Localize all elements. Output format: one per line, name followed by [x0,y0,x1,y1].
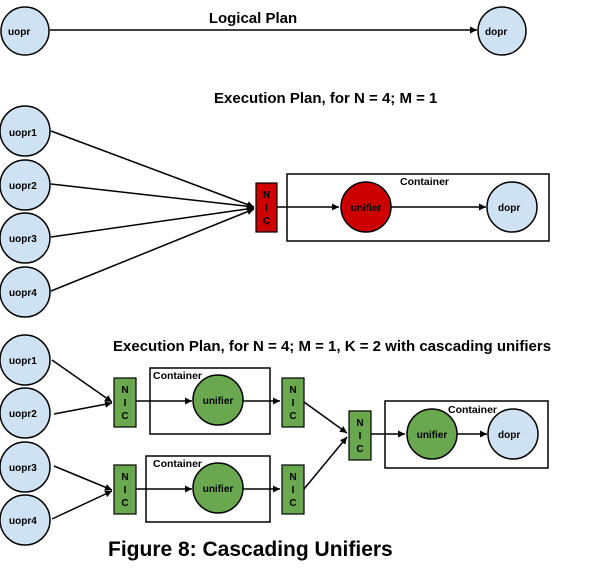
ep2-nic-c: N I C [348,410,372,461]
ep2-nic-b-in-c: C [121,498,128,509]
ep2-nic-b-in-i: I [124,485,127,496]
ep1-uopr3-circle [0,212,51,264]
ep1-dopr-circle [486,181,538,233]
ep1-nic-letter-n: N [263,190,270,201]
edge-uopr2-nic [50,183,255,210]
ep1-uopr2-circle [0,159,51,211]
ep2-unifier-a-label: unifier [203,396,234,407]
edge-nicB-out-nicC [303,436,348,490]
ep1-uopr4-circle [0,266,51,318]
ep2-nic-a-in-n: N [121,385,128,396]
execution-plan-2-section: Execution Plan, for N = 4; M = 1, K = 2 … [0,334,551,546]
ep2-uopr3-node: uopr3 [0,441,51,493]
ep2-unifier-b-circle [192,462,244,514]
ep2-nic-a-in-box [113,377,137,428]
ep1-uopr2-node: uopr2 [0,159,51,211]
ep2-nic-c-box [348,410,372,461]
ep1-nic-letter-c: C [263,216,270,227]
ep1-dopr-node: dopr [486,181,538,233]
logical-uopr-node: uopr [0,6,50,56]
ep2-nic-a-in-c: C [121,411,128,422]
execution-plan-1-title: Execution Plan, for N = 4; M = 1 [214,90,437,107]
ep2-nic-a-out-i: I [292,398,295,409]
ep2-container-b-label: Container [153,458,202,470]
ep2-nic-b-out: N I C [281,464,305,515]
ep1-uopr3-label: uopr3 [9,234,37,245]
logical-dopr-circle [477,6,527,56]
ep1-container-label: Container [400,176,449,188]
ep2-nic-c-n: N [356,418,363,429]
ep1-uopr3-node: uopr3 [0,212,51,264]
ep2-nic-b-out-i: I [292,485,295,496]
logical-plan-title: Logical Plan [209,10,297,27]
edge-ep2-uopr2-nicA [53,400,113,415]
ep1-uopr1-label: uopr1 [9,128,37,139]
ep2-dopr-label: dopr [498,430,520,441]
ep1-uopr4-node: uopr4 [0,266,51,318]
ep2-unifier-c-label: unifier [417,430,448,441]
ep2-uopr1-circle [0,334,51,386]
ep2-nic-b-out-n: N [289,472,296,483]
ep2-dopr-circle [487,408,539,460]
ep2-uopr1-label: uopr1 [9,356,37,367]
ep2-unifier-a-circle [192,374,244,426]
ep2-uopr3-circle [0,441,51,493]
ep2-uopr3-label: uopr3 [9,463,37,474]
ep1-dopr-label: dopr [498,203,520,214]
ep2-uopr1-node: uopr1 [0,334,51,386]
ep2-nic-a-out-n: N [289,385,296,396]
ep2-container-a-label: Container [153,370,202,382]
ep2-dopr-node: dopr [487,408,539,460]
ep1-unifier-node: unifier [340,181,392,233]
ep1-nic: N I C [255,182,278,233]
ep2-nic-b-in: N I C [113,464,137,515]
ep2-uopr4-node: uopr4 [0,494,51,546]
ep1-uopr2-label: uopr2 [9,181,37,192]
ep2-uopr2-circle [0,387,51,439]
edge-nicA-out-nicC [303,401,348,434]
execution-plan-1-section: Execution Plan, for N = 4; M = 1 uopr1 u… [0,90,550,318]
logical-uopr-circle [0,6,50,56]
ep2-unifier-a-node: unifier [192,374,244,426]
ep1-unifier-label: unifier [351,203,382,214]
logical-dopr-label: dopr [485,27,507,38]
edge-uopr4-nic [50,208,255,292]
ep2-container-c-label: Container [448,404,497,416]
edge-uopr3-nic [50,205,255,238]
ep2-uopr2-node: uopr2 [0,387,51,439]
logical-dopr-node: dopr [477,6,527,56]
ep2-nic-b-out-c: C [289,498,296,509]
ep2-uopr4-circle [0,494,51,546]
ep2-nic-c-c: C [356,444,363,455]
ep1-nic-letter-i: I [265,203,268,214]
edge-uopr1-nic [50,130,255,208]
ep2-nic-a-in-i: I [124,398,127,409]
ep2-nic-a-out-c: C [289,411,296,422]
ep2-nic-c-i: I [359,431,362,442]
ep2-unifier-b-label: unifier [203,484,234,495]
ep2-nic-a-out: N I C [281,377,305,428]
figure-caption: Figure 8: Cascading Unifiers [108,538,393,561]
ep2-unifier-b-node: unifier [192,462,244,514]
ep2-uopr4-label: uopr4 [9,516,37,527]
logical-uopr-label: uopr [8,27,30,38]
ep2-unifier-c-node: unifier [406,408,458,460]
ep2-nic-b-out-box [281,464,305,515]
ep2-uopr2-label: uopr2 [9,409,37,420]
edge-ep2-uopr4-nicB [51,490,113,520]
execution-plan-2-title: Execution Plan, for N = 4; M = 1, K = 2 … [113,338,551,355]
edge-ep2-uopr3-nicB [53,465,113,491]
ep1-uopr1-node: uopr1 [0,105,51,157]
edge-ep2-uopr1-nicA [51,359,113,403]
logical-plan-section: Logical Plan uopr dopr [0,6,527,56]
ep1-uopr1-circle [0,105,51,157]
ep2-nic-a-in: N I C [113,377,137,428]
ep1-uopr4-label: uopr4 [9,288,37,299]
ep2-nic-b-in-n: N [121,472,128,483]
